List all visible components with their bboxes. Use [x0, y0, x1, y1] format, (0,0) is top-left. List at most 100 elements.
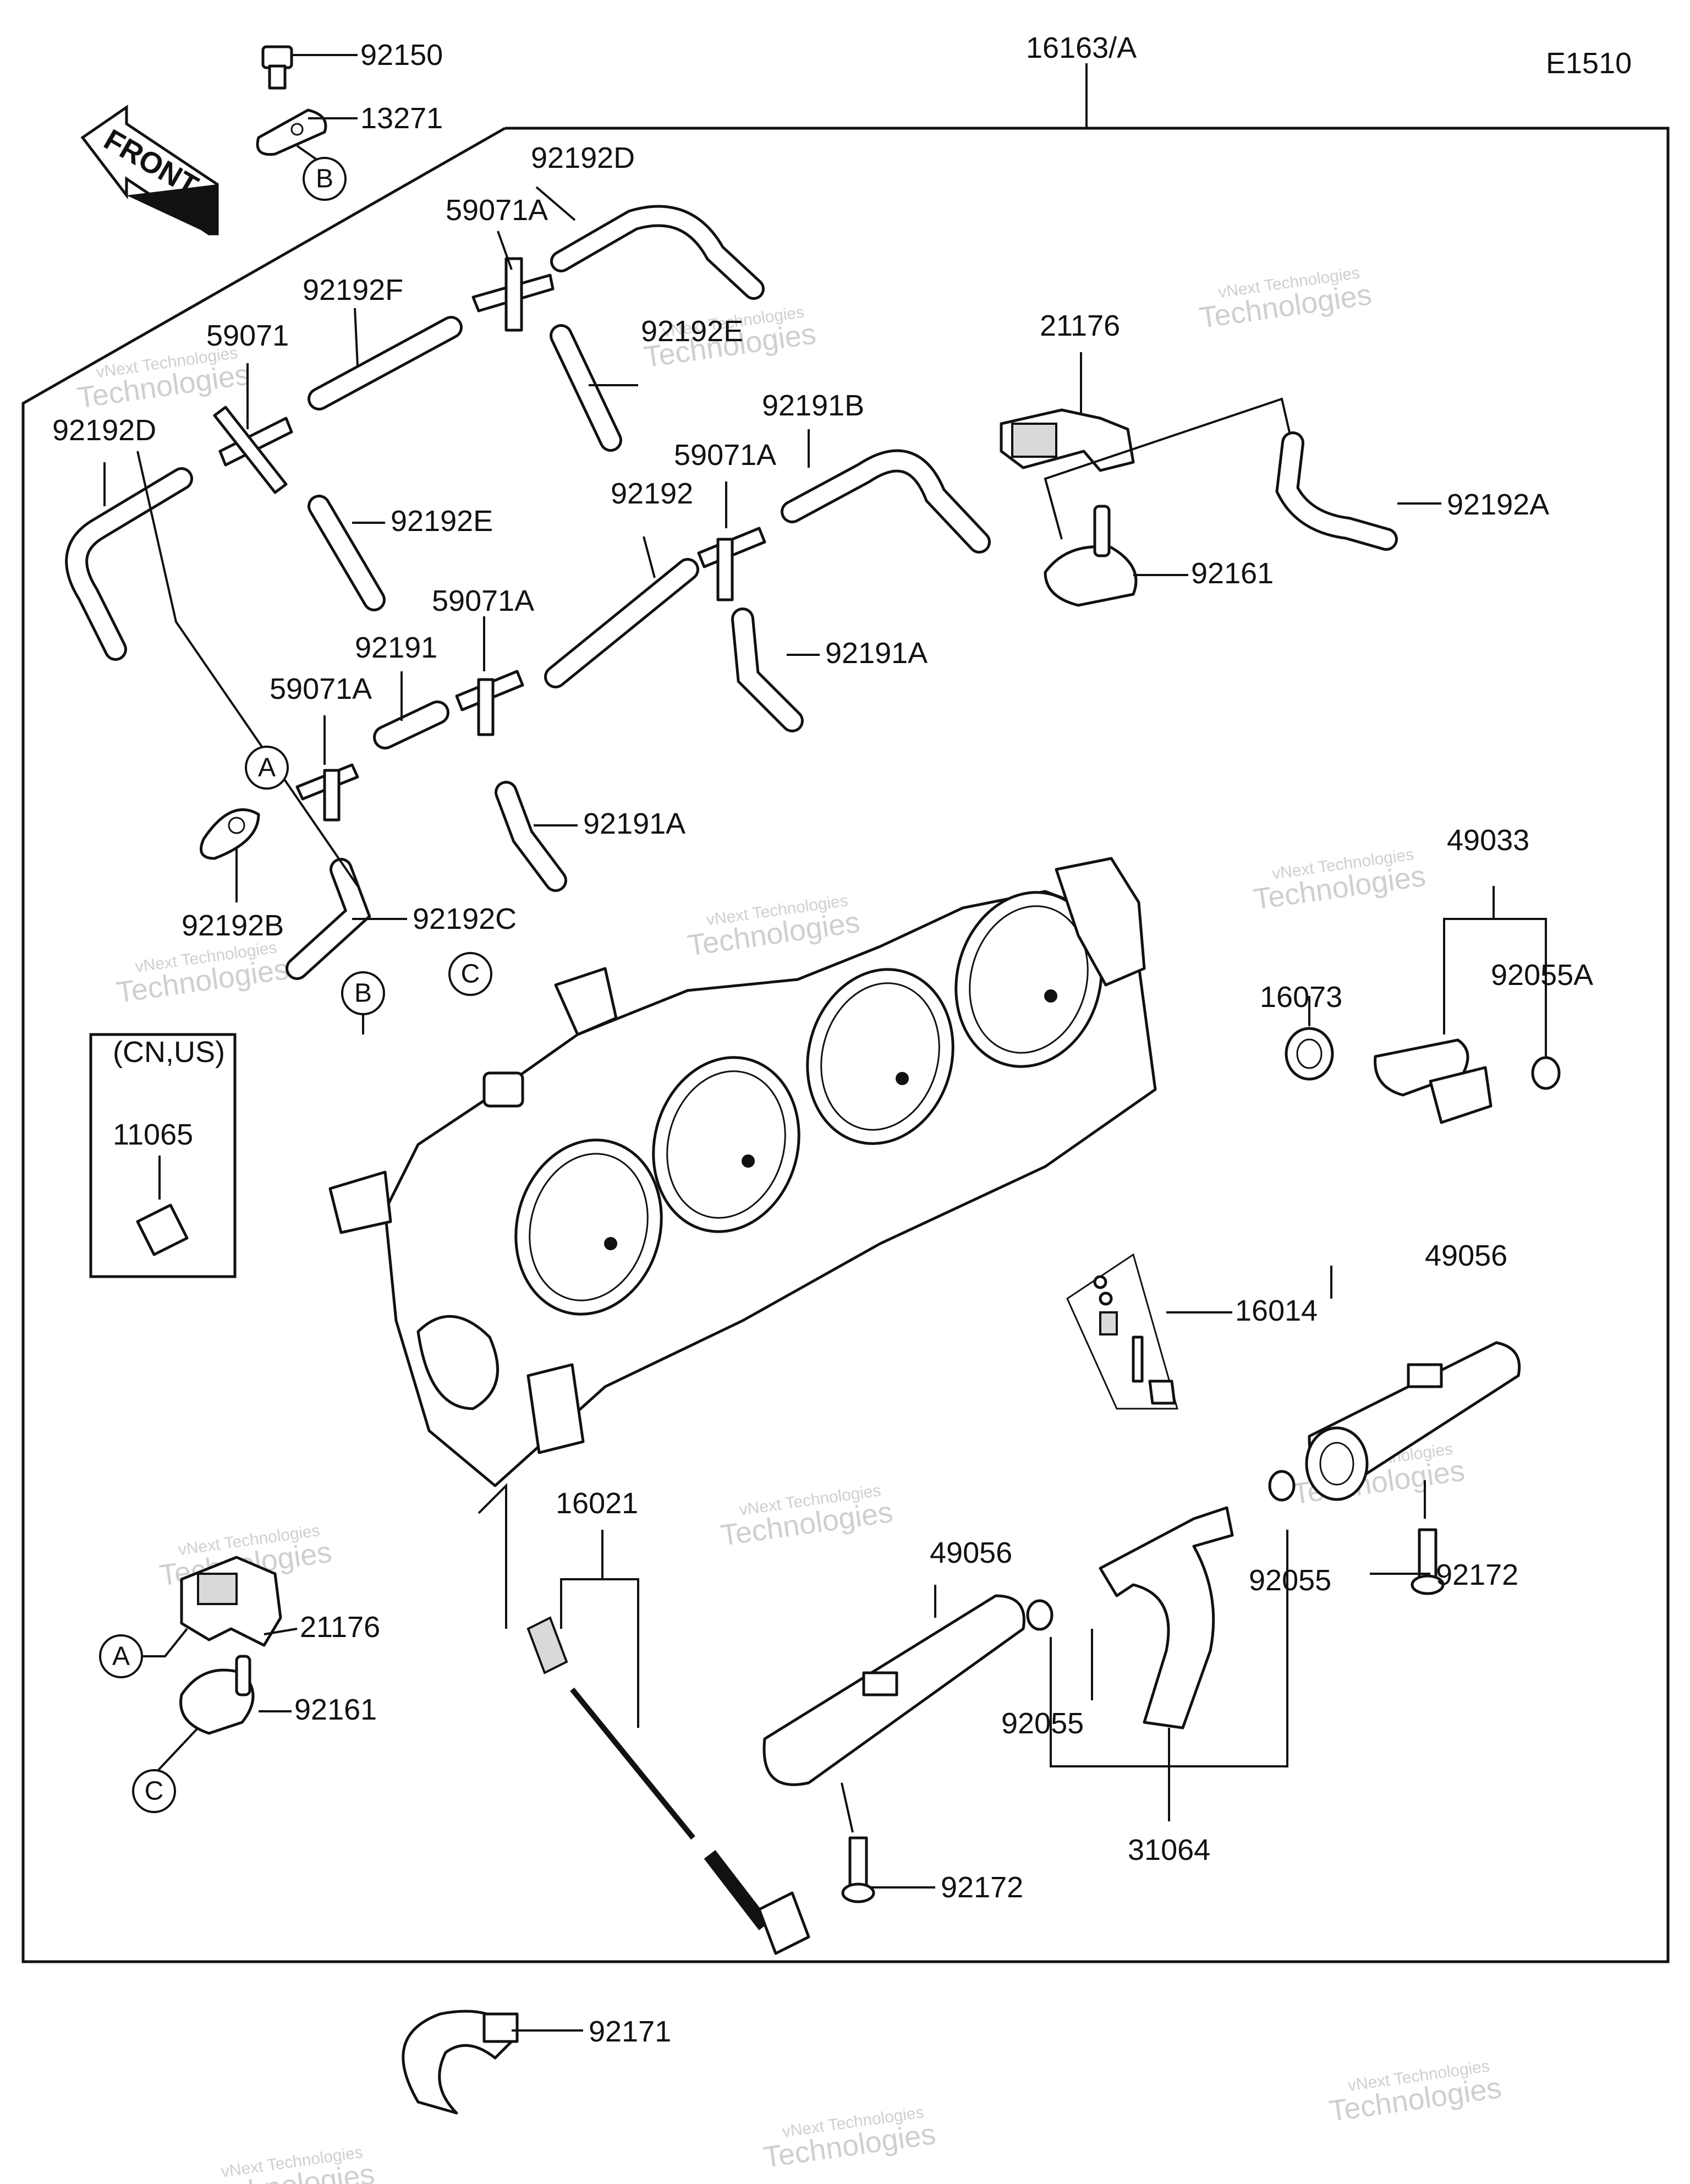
svg-text:B: B: [316, 165, 333, 194]
bracket-13271: [256, 108, 327, 156]
callout-92172: 92172: [941, 1871, 1023, 1904]
callout-92192E: 92192E: [641, 315, 743, 348]
hose-92192C: [286, 858, 371, 980]
watermark-11: Technologies vNext Technologies: [761, 2103, 938, 2174]
ref-circle-C-lower: C: [132, 1769, 176, 1813]
fuel-rail-49056-right: [1305, 1341, 1521, 1501]
seal-16073: [1285, 1027, 1334, 1081]
callout-92161: 92161: [1191, 557, 1274, 590]
callout-21176: 21176: [1040, 309, 1120, 342]
hose-92192: [544, 558, 699, 688]
fuel-hose-31064: [1099, 1506, 1234, 1729]
watermark-5: Technologies vNext Technologies: [685, 891, 862, 962]
callout-92191A: 92191A: [583, 807, 685, 840]
callout-13271: 13271: [360, 102, 443, 135]
hose-92191: [373, 700, 449, 749]
callout-92055A: 92055A: [1491, 959, 1593, 992]
injector-49033: [1374, 1038, 1493, 1124]
bolt-92172-right: [1411, 1528, 1445, 1595]
assembly-frame: [21, 127, 1670, 1963]
optional-region-label: (CN,US): [113, 1036, 225, 1069]
callout-31064: 31064: [1128, 1833, 1210, 1866]
callout-labels: 92150 13271 16163/A 92192D 59071A 92192F…: [52, 31, 1593, 2048]
callout-92192F: 92192F: [303, 273, 403, 306]
callout-59071A: 59071A: [432, 584, 534, 617]
callout-92192E: 92192E: [391, 505, 493, 538]
bolt-92172-left: [841, 1836, 875, 1903]
hose-92191A-right: [731, 607, 804, 732]
callout-92192C: 92192C: [413, 902, 517, 935]
callout-92192D: 92192D: [52, 414, 156, 447]
callout-49056: 49056: [930, 1536, 1012, 1569]
svg-text:B: B: [354, 979, 372, 1008]
watermark-8: Technologies vNext Technologies: [718, 1481, 895, 1552]
callout-16014: 16014: [1235, 1294, 1318, 1327]
throttle-body-assembly: [328, 857, 1157, 1487]
callout-59071: 59071: [206, 319, 289, 352]
ref-circle-A-left: A: [245, 746, 289, 790]
watermark-1: Technologies vNext Technologies: [75, 344, 252, 415]
bolt-92150: [261, 45, 293, 90]
callout-92055: 92055: [1249, 1564, 1331, 1597]
callout-92192: 92192: [611, 477, 693, 510]
callout-92171: 92171: [589, 2015, 671, 2048]
watermark-10: Technologies vNext Technologies: [200, 2143, 377, 2184]
adjust-screw-16021: [526, 1616, 810, 1955]
svg-text:A: A: [258, 753, 276, 782]
tee-fitting-59071A-mid: [697, 527, 766, 601]
callout-92172: 92172: [1436, 1558, 1518, 1591]
fuel-rail-49056-left: [762, 1594, 1025, 1786]
o-ring-92055A: [1531, 1056, 1561, 1090]
clamp-92171: [402, 2010, 519, 2115]
callout-49033: 49033: [1447, 824, 1529, 857]
callout-59071A: 59071A: [270, 672, 372, 705]
sensor-92161-lower: [179, 1655, 255, 1735]
ref-circle-A-lower: A: [99, 1634, 143, 1678]
callout-16021: 16021: [556, 1487, 638, 1520]
callout-92191A: 92191A: [825, 637, 928, 670]
hose-92192A: [1275, 431, 1398, 551]
callout-92150: 92150: [360, 39, 443, 72]
callout-16163A: 16163/A: [1026, 31, 1137, 64]
hose-92192E-top: [550, 324, 622, 452]
hose-92191B: [781, 449, 991, 554]
hose-92192D-upper: [550, 205, 765, 300]
part-11065: [136, 1203, 189, 1256]
tee-fitting-59071A-top: [471, 257, 555, 332]
callout-21176: 21176: [300, 1611, 380, 1644]
svg-text:C: C: [145, 1777, 164, 1806]
sensor-21176-top: [1000, 408, 1135, 472]
sensor-92161-top: [1044, 505, 1138, 607]
callout-59071A: 59071A: [674, 439, 776, 472]
hose-92192F: [308, 316, 463, 410]
watermark-3: Technologies vNext Technologies: [1198, 264, 1374, 335]
cross-fitting-59071: [213, 406, 293, 494]
callout-92192B: 92192B: [182, 909, 284, 942]
callout-92191: 92191: [355, 631, 437, 664]
watermark-12: Technologies vNext Technologies: [1327, 2057, 1504, 2128]
front-arrow-icon: FRONT: [80, 105, 219, 236]
callout-92191B: 92191B: [762, 389, 864, 422]
svg-text:C: C: [461, 960, 480, 989]
optional-parts-box: [89, 1033, 237, 1278]
o-ring-92055-left: [1026, 1599, 1053, 1631]
svg-text:A: A: [112, 1642, 130, 1671]
callout-59071A: 59071A: [446, 194, 548, 227]
valve-kit-16014: [1066, 1253, 1178, 1410]
watermark-6: Technologies vNext Technologies: [1252, 845, 1428, 916]
callout-92192A: 92192A: [1447, 488, 1549, 521]
hose-92192E-left: [308, 495, 386, 611]
sensor-21176-lower: [180, 1556, 282, 1647]
hose-92191A-left: [495, 781, 567, 892]
callout-49056: 49056: [1425, 1239, 1507, 1272]
hose-92192D-left: [65, 467, 193, 661]
tee-fitting-59071A-low: [455, 670, 524, 736]
diagram-code: E1510: [1546, 47, 1632, 80]
callout-92055: 92055: [1001, 1707, 1084, 1740]
watermark-4: Technologies vNext Technologies: [114, 938, 291, 1009]
ref-circle-B-mid: B: [341, 971, 385, 1015]
ref-circle-B-top: B: [303, 157, 347, 201]
bracket-92192B: [200, 808, 260, 860]
callout-92192D: 92192D: [531, 141, 635, 174]
